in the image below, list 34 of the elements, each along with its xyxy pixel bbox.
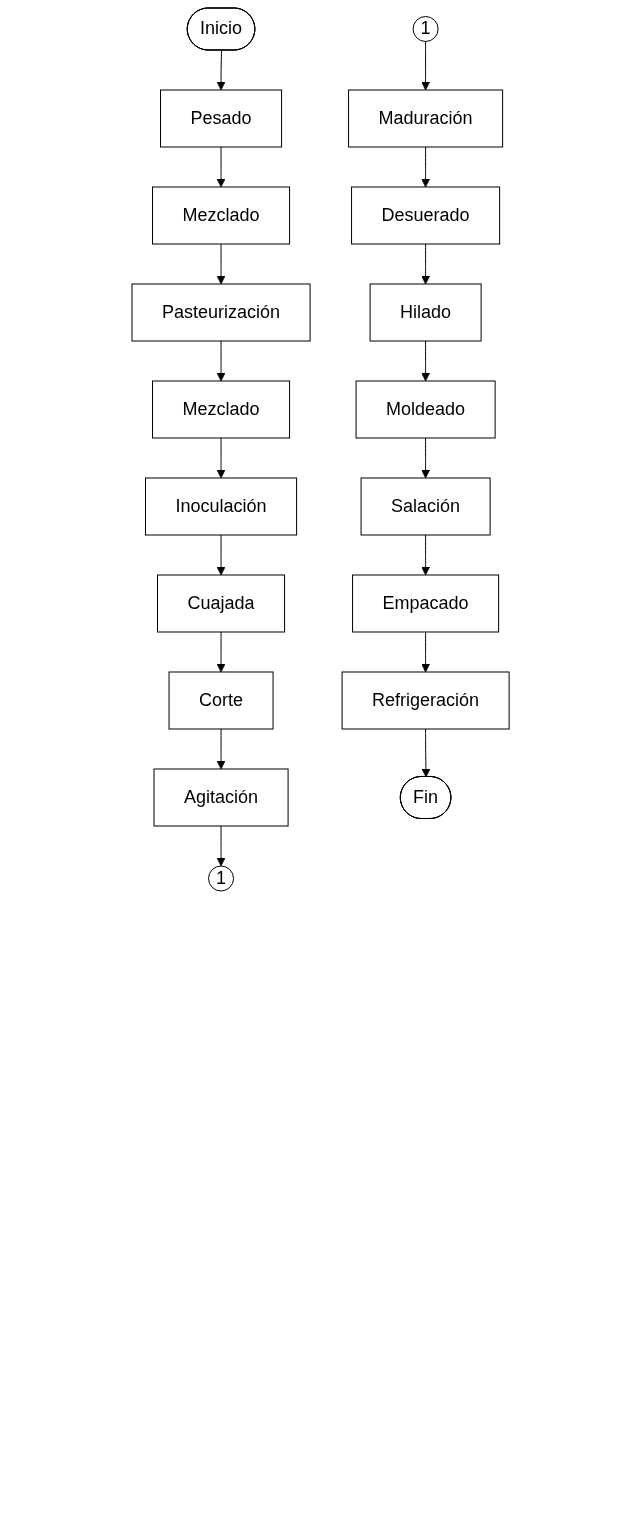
arrow <box>421 41 430 91</box>
arrow <box>216 340 226 382</box>
arrow <box>421 728 431 778</box>
arrow <box>421 437 430 479</box>
node-box: Agitación <box>153 768 289 827</box>
arrow <box>421 631 430 673</box>
arrow <box>216 50 226 91</box>
arrow <box>216 534 226 576</box>
node-box: Mezclado <box>151 186 290 245</box>
node-box: Mezclado <box>151 380 290 439</box>
node-box: Pasteurización <box>131 283 311 342</box>
arrow <box>216 243 226 285</box>
node-circle: 1 <box>412 16 439 42</box>
node-box: Desuerado <box>351 186 501 245</box>
node-box: Corte <box>168 671 274 730</box>
arrow <box>421 243 430 285</box>
arrow <box>421 146 430 188</box>
node-box: Maduración <box>348 89 504 148</box>
node-box: Salación <box>360 477 491 536</box>
arrow <box>421 534 430 576</box>
node-box: Empacado <box>352 574 500 633</box>
node-box: Moldeado <box>355 380 496 439</box>
arrow <box>421 340 430 382</box>
node-box: Cuajada <box>156 574 285 633</box>
arrow <box>216 728 226 770</box>
arrow <box>216 437 226 479</box>
arrow <box>216 631 226 673</box>
node-circle: 1 <box>207 865 234 892</box>
arrow <box>216 825 226 867</box>
node-box: Refrigeración <box>341 671 510 730</box>
node-box: Hilado <box>369 283 482 342</box>
node-box: Pesado <box>159 89 282 148</box>
node-box: Inoculación <box>144 477 297 536</box>
arrow <box>216 146 226 188</box>
